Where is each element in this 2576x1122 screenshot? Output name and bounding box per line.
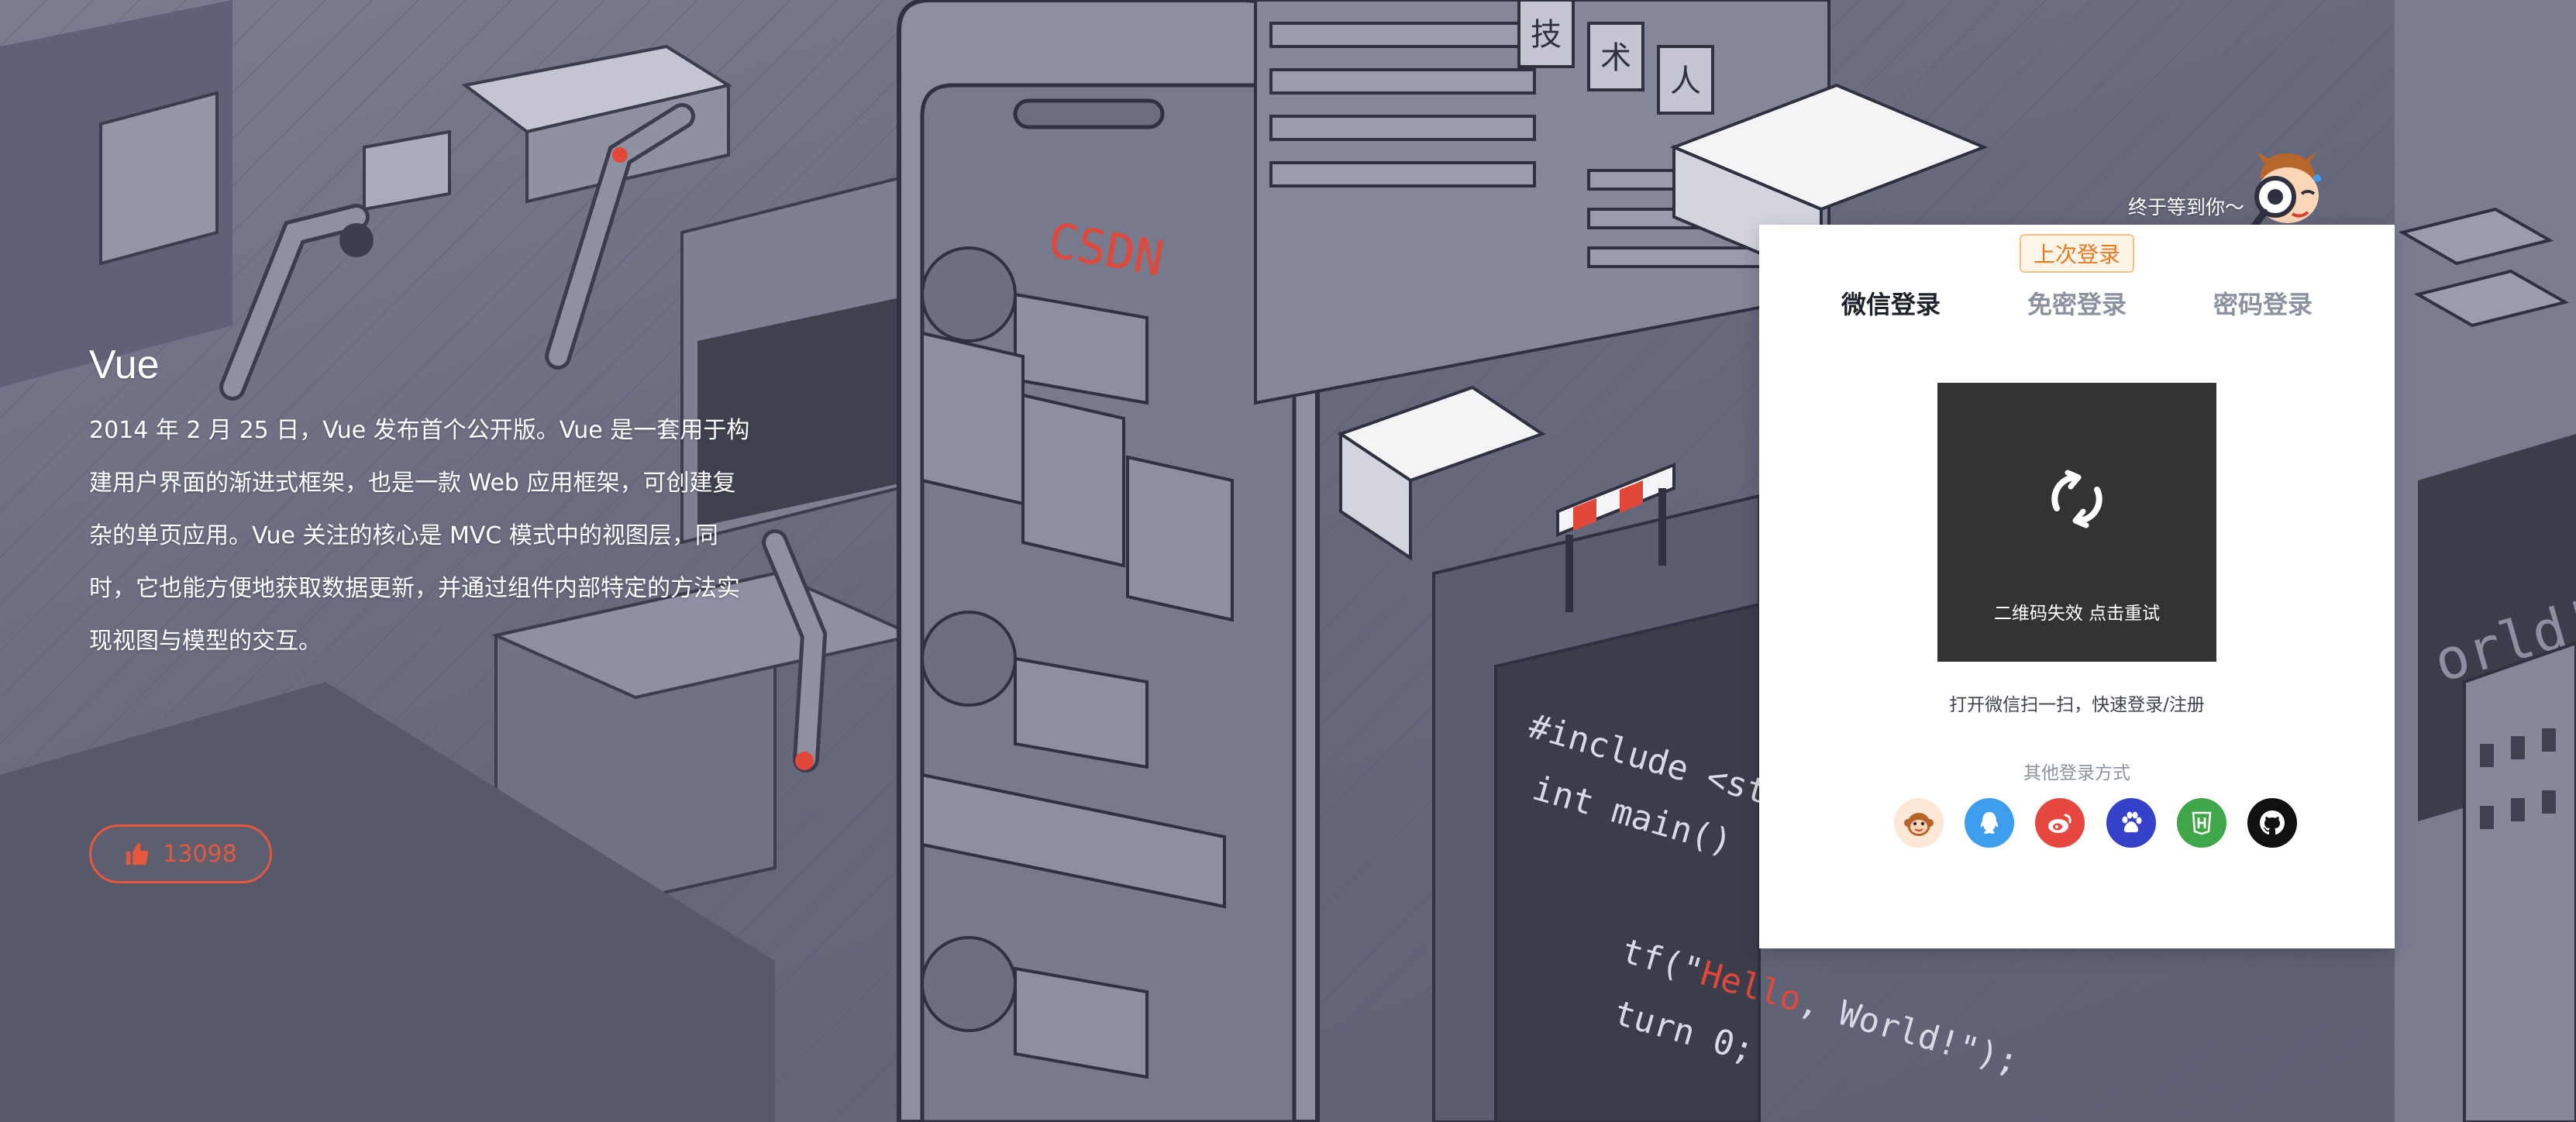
sign-char-3: 人 (1670, 64, 1701, 99)
social-login-monkey[interactable] (1894, 798, 1944, 848)
html5-icon (2192, 811, 2212, 835)
qr-code-expired-box[interactable]: 二维码失效 点击重试 (1937, 383, 2216, 662)
social-login-weibo[interactable] (2035, 798, 2085, 848)
left-buildings (0, 0, 932, 1122)
intro-description: 2014 年 2 月 25 日，Vue 发布首个公开版。Vue 是一套用于构建用… (89, 417, 750, 656)
login-panel: 上次登录 微信登录 免密登录 密码登录 二维码失效 点击重试 打开微信扫一扫，快… (1759, 225, 2395, 948)
social-login-row (1894, 798, 2297, 851)
social-login-baidu[interactable] (2106, 798, 2156, 848)
social-login-qq[interactable] (1965, 798, 2015, 848)
github-icon (2259, 811, 2285, 835)
last-login-badge: 上次登录 (2020, 234, 2134, 273)
tab-password-login[interactable]: 密码登录 (2213, 290, 2313, 319)
weibo-icon (2048, 814, 2071, 833)
greeting-text: 终于等到你～ (2128, 196, 2245, 219)
tab-wechat-login[interactable]: 微信登录 (1841, 290, 1941, 319)
qr-expired-text: 二维码失效 点击重试 (1993, 604, 2161, 624)
intro-section: Vue 2014 年 2 月 25 日，Vue 发布首个公开版。Vue 是一套用… (89, 341, 756, 668)
mascot-with-magnifier-icon (2247, 152, 2321, 235)
thumbs-up-icon (126, 842, 149, 866)
like-count: 13098 (163, 840, 237, 868)
baidu-icon (2122, 811, 2142, 833)
qq-icon (1981, 812, 1999, 834)
sign-char-2: 术 (1600, 40, 1631, 76)
tab-passwordless-login[interactable]: 免密登录 (2027, 290, 2127, 319)
monkey-avatar-icon (1904, 813, 1934, 836)
other-login-label: 其他登录方式 (2023, 763, 2130, 783)
intro-title: Vue (89, 342, 160, 387)
social-login-github[interactable] (2247, 798, 2297, 848)
sign-char-1: 技 (1531, 17, 1562, 53)
like-button[interactable]: 13098 (89, 824, 272, 883)
login-tabs: 微信登录 免密登录 密码登录 (1759, 285, 2395, 329)
road-barrier (1556, 463, 1675, 612)
social-login-html5[interactable] (2176, 798, 2226, 848)
refresh-icon (2051, 470, 2102, 528)
qr-scan-hint: 打开微信扫一扫，快速登录/注册 (1949, 695, 2205, 715)
